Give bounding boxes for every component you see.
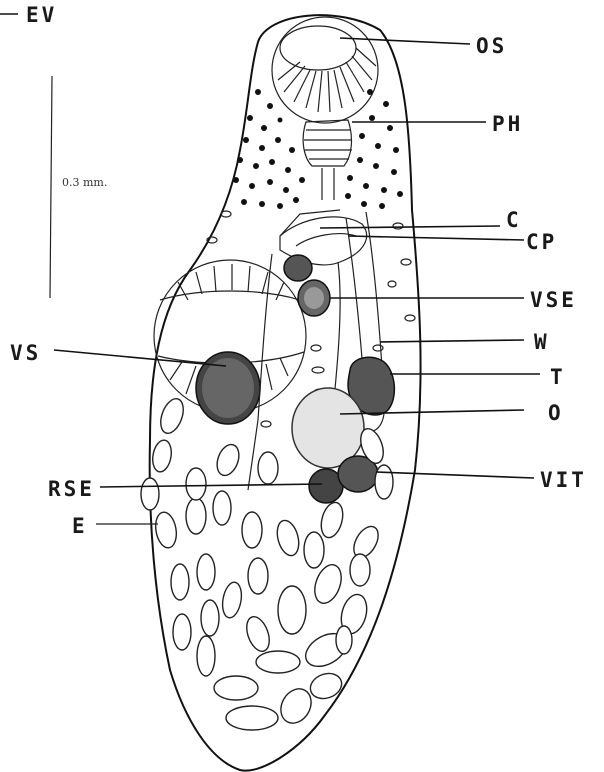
w-leader bbox=[380, 340, 524, 342]
label-ev: EV bbox=[26, 3, 57, 27]
rse-leader bbox=[100, 484, 322, 487]
label-c: C bbox=[506, 208, 522, 232]
label-cp: CP bbox=[526, 230, 557, 254]
label-w: W bbox=[534, 330, 550, 354]
label-vs: VS bbox=[10, 341, 41, 365]
label-vit: VIT bbox=[540, 468, 587, 492]
vs-leader bbox=[54, 350, 226, 366]
cp-leader bbox=[348, 236, 524, 240]
pharynx bbox=[303, 120, 352, 200]
label-os: OS bbox=[476, 34, 507, 58]
label-o: O bbox=[548, 401, 564, 425]
scale-bar-label: 0.3 mm. bbox=[62, 176, 107, 189]
label-e: E bbox=[72, 514, 88, 538]
oral-sucker bbox=[272, 17, 378, 123]
seminal-vesicle-elements bbox=[284, 255, 330, 316]
label-rse: RSE bbox=[48, 477, 95, 501]
label-ph: PH bbox=[492, 112, 523, 136]
label-t: T bbox=[550, 365, 566, 389]
scale-bar bbox=[50, 76, 52, 298]
os-leader bbox=[340, 38, 470, 44]
label-vse: VSE bbox=[530, 288, 577, 312]
vit-leader bbox=[376, 472, 534, 478]
